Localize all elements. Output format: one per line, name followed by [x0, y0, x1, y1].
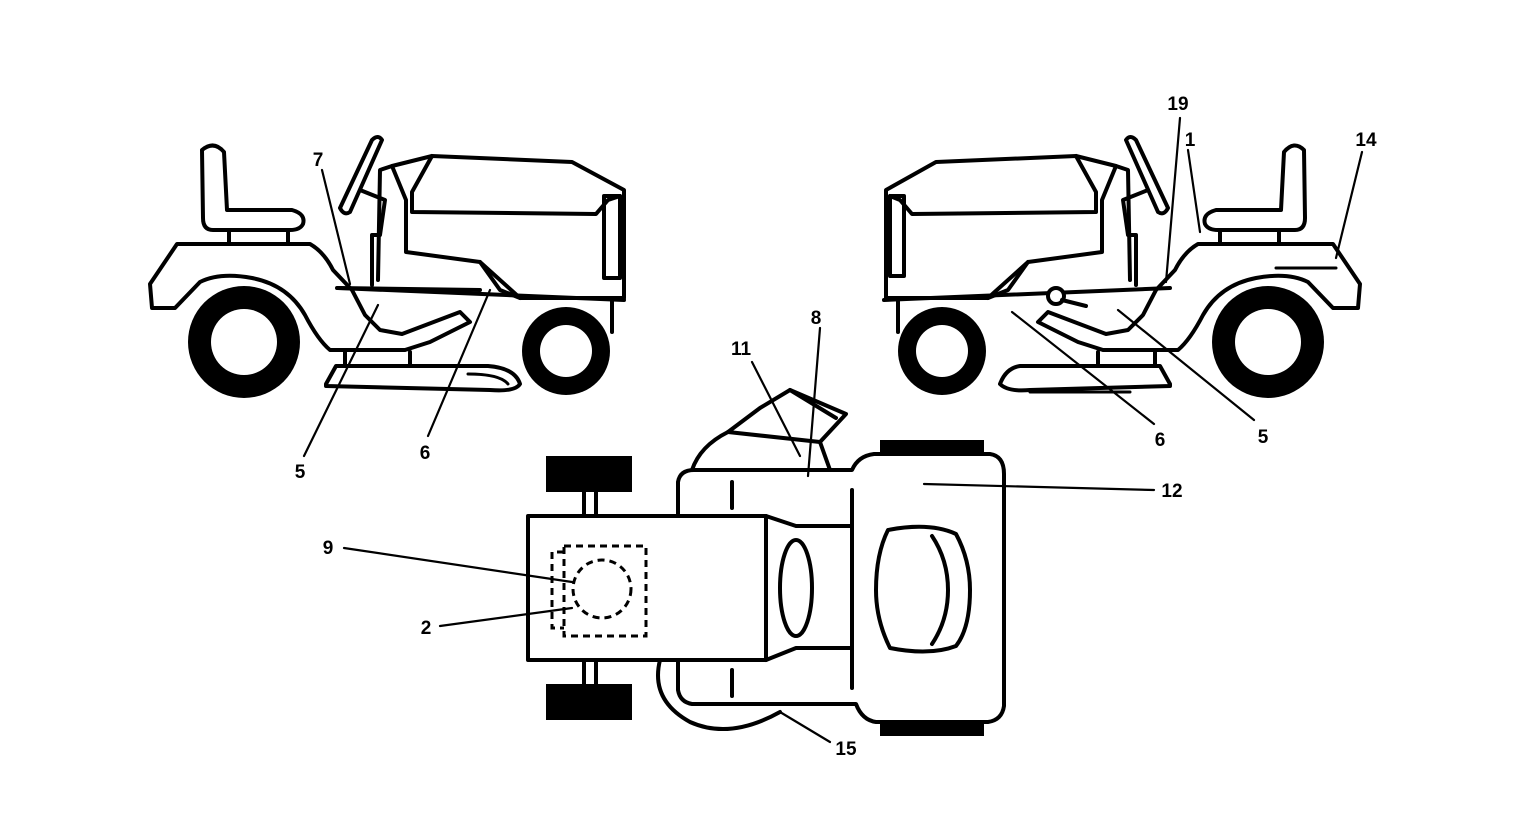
callout-top-8: 8	[811, 308, 822, 329]
callout-labels: 7 5 6 19 1 14 6 5 8 11 12 9 2 15	[295, 94, 1377, 760]
left-seat	[200, 143, 306, 232]
callout-top-2: 2	[421, 618, 432, 639]
right-rear-fender	[1036, 242, 1362, 352]
right-leader-lines	[1010, 116, 1364, 426]
right-steering-wheel	[1124, 135, 1170, 216]
callout-right-5: 5	[1258, 427, 1269, 448]
tractor-left-side-view	[148, 135, 626, 398]
left-mower-deck	[324, 364, 522, 393]
callout-left-5: 5	[295, 462, 306, 483]
callout-top-12: 12	[1161, 481, 1182, 502]
callout-left-6: 6	[420, 443, 431, 464]
top-front-left-wheel	[546, 456, 632, 492]
right-seat	[1202, 143, 1307, 232]
callout-right-1: 1	[1185, 130, 1196, 151]
tractor-right-side-view	[882, 135, 1362, 398]
callout-right-6: 6	[1155, 430, 1166, 451]
tractor-top-view	[526, 388, 1006, 736]
right-hood	[884, 154, 1118, 300]
callout-right-19: 19	[1167, 94, 1188, 115]
callout-right-14: 14	[1355, 130, 1377, 151]
left-hood	[390, 154, 626, 300]
callout-top-15: 15	[835, 739, 857, 760]
callout-left-7: 7	[313, 150, 324, 171]
callout-top-11: 11	[731, 339, 752, 360]
callout-top-9: 9	[323, 538, 334, 559]
top-front-right-wheel	[546, 684, 632, 720]
left-steering-wheel	[338, 135, 384, 216]
top-dashed-cap	[571, 558, 633, 620]
left-leader-lines	[302, 168, 492, 458]
left-rear-fender	[148, 242, 472, 352]
top-steering-wheel	[778, 538, 814, 638]
top-dashed-panel	[562, 544, 648, 638]
right-mower-deck	[998, 364, 1172, 393]
top-leader-lines	[342, 326, 1156, 744]
top-seat	[874, 524, 972, 654]
top-deck-outline	[656, 658, 782, 732]
top-discharge-chute	[690, 388, 848, 472]
